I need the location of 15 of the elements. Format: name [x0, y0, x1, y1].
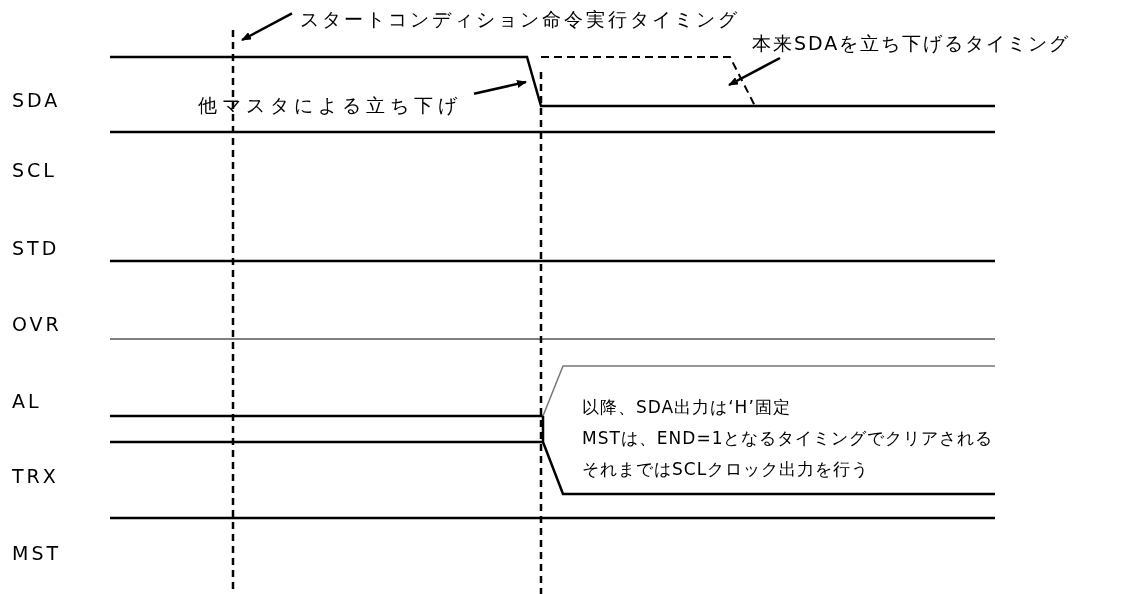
note-text: 以降、SDA出力は‘H’固定 — [582, 396, 792, 419]
signal-name: STD — [12, 239, 60, 258]
leader-arrow — [473, 80, 527, 95]
annotation-text: スタートコンディション命令実行タイミング — [300, 5, 740, 33]
signal-name: MST — [12, 544, 62, 563]
signal-name: AL — [12, 392, 42, 411]
signal-name: TRX — [12, 467, 59, 486]
signal-name: SDA — [12, 91, 61, 110]
leader-arrow — [241, 12, 293, 42]
annotation-text: 本来SDAを立ち下げるタイミング — [752, 29, 1071, 57]
signal-name: OVR — [12, 315, 62, 334]
note-text: それまではSCLクロック出力を行う — [582, 458, 871, 481]
signal-name: SCL — [12, 161, 57, 180]
note-text: MSTは、END=1となるタイミングでクリアされる — [582, 427, 995, 450]
leader-arrow — [728, 56, 781, 87]
